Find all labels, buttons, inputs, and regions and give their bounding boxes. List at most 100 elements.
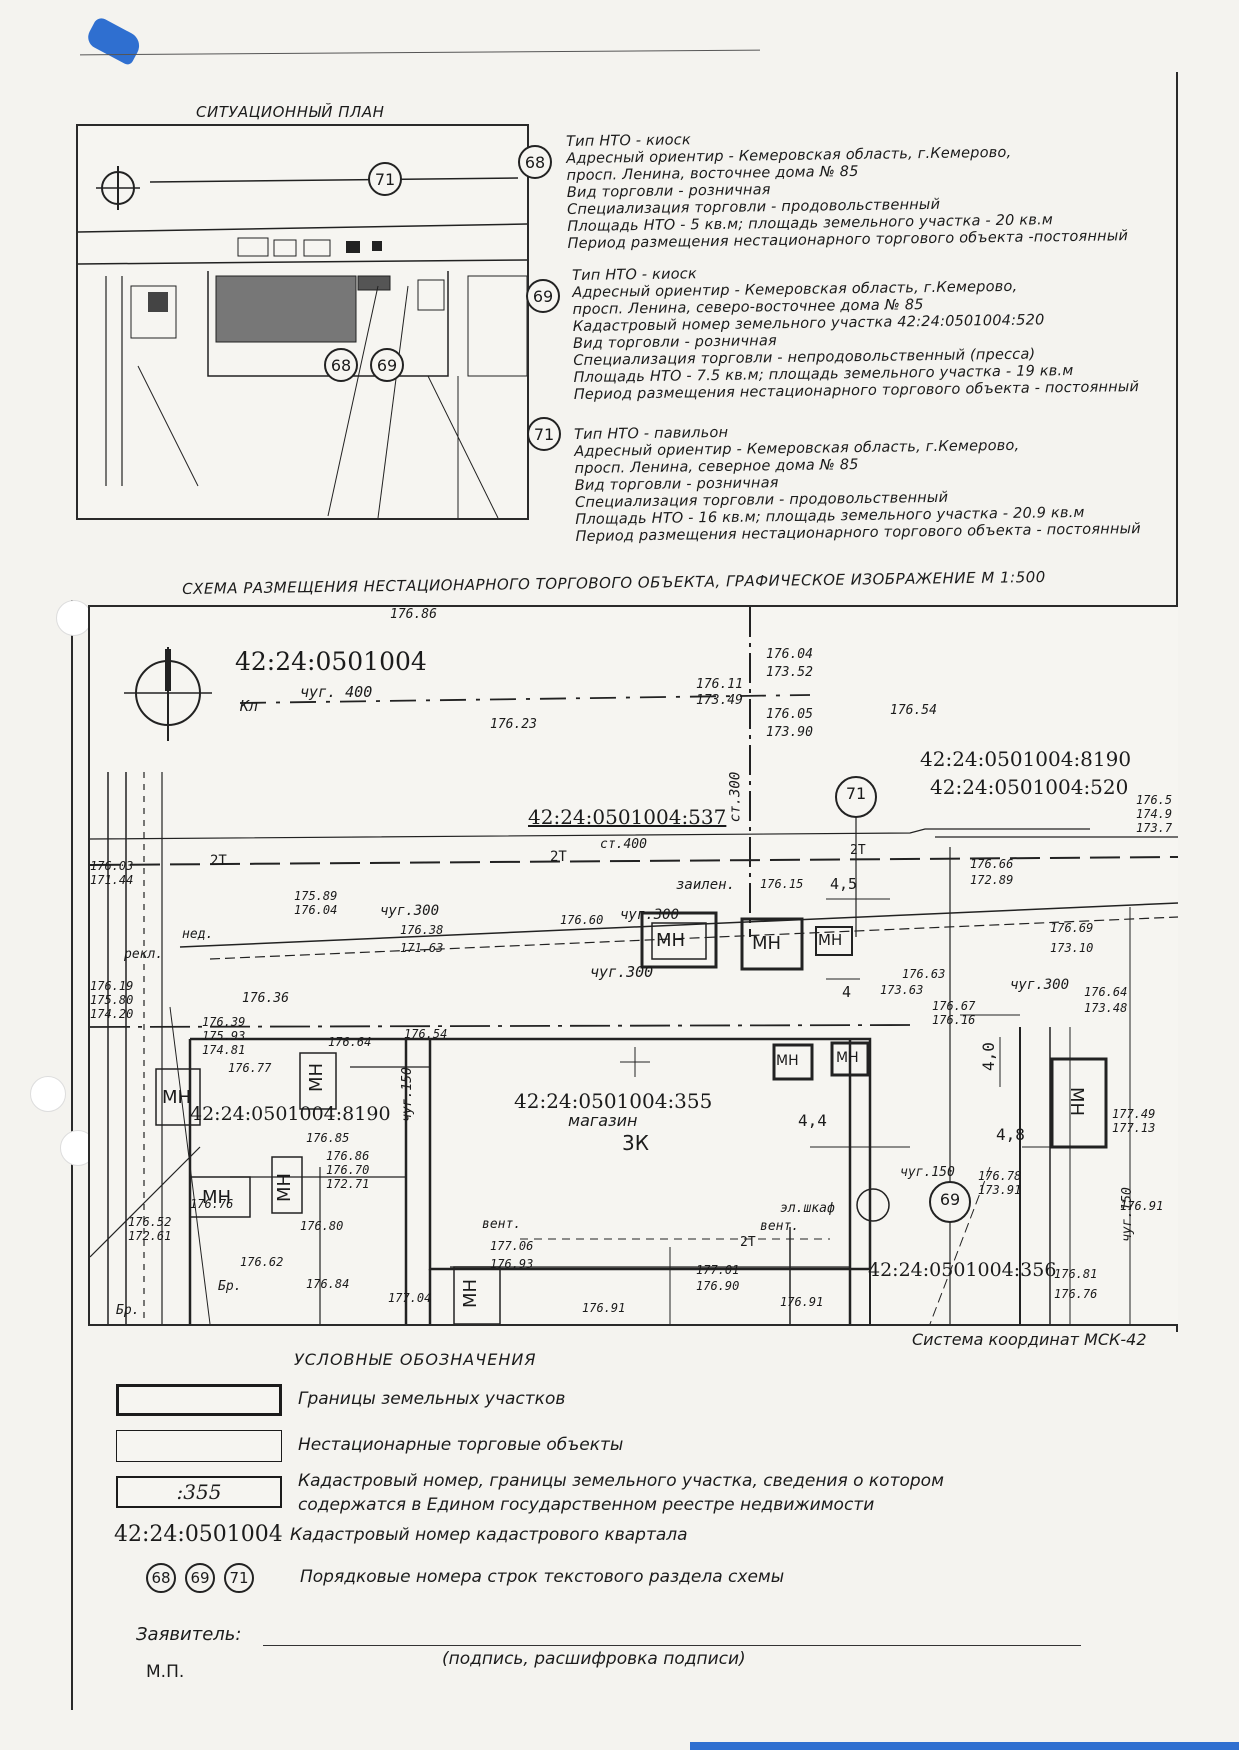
label-rekl: рекл. bbox=[124, 947, 164, 962]
line-2t: 2Т bbox=[740, 1235, 756, 1250]
nto-mn-label: МН bbox=[274, 1172, 296, 1203]
building-label: 3К bbox=[622, 1131, 649, 1155]
elevation-mark: 176.80 bbox=[300, 1219, 344, 1233]
elevation-mark: 176.91 bbox=[1120, 1199, 1164, 1213]
legend-cadastral-line2: содержатся в Едином государственном реес… bbox=[298, 1495, 875, 1515]
nto-mn-label: МН bbox=[776, 1053, 799, 1069]
elevation-mark: 176.90 bbox=[696, 1279, 740, 1293]
label-br: Бр. bbox=[218, 1279, 242, 1294]
blue-tape bbox=[84, 15, 144, 67]
label-vent: вент. bbox=[760, 1219, 800, 1234]
elevation-mark: 177.06 bbox=[490, 1239, 534, 1253]
object-description-69: Тип НТО - киоск Адресный ориентир - Кеме… bbox=[572, 260, 1139, 404]
punch-hole bbox=[30, 1076, 66, 1112]
elevation-mark: 173.7 bbox=[1136, 821, 1173, 835]
shop-label: магазин bbox=[568, 1111, 638, 1130]
elevation-mark: 176.78 bbox=[978, 1169, 1022, 1183]
stamp-label: М.П. bbox=[146, 1662, 185, 1682]
elevation-mark: 173.91 bbox=[978, 1183, 1022, 1197]
elevation-mark: 177.01 bbox=[696, 1263, 740, 1277]
label-br: Бр. bbox=[116, 1303, 140, 1318]
dim-48: 4,8 bbox=[996, 1125, 1025, 1144]
label-chug150: чуг.150 bbox=[900, 1165, 955, 1180]
marker-68: 68 bbox=[324, 348, 358, 382]
elevation-mark: 176.84 bbox=[306, 1277, 350, 1291]
elevation-mark: 176.52 bbox=[128, 1215, 172, 1229]
blue-tape-bottom bbox=[690, 1742, 1239, 1750]
legend-quarter-sample: 42:24:0501004 bbox=[114, 1522, 283, 1547]
elevation-mark: 176.64 bbox=[1084, 985, 1128, 999]
elevation-mark: 176.85 bbox=[306, 1131, 350, 1145]
elevation-mark: 174.20 bbox=[90, 1007, 134, 1021]
elevation-mark: 173.49 bbox=[696, 693, 743, 708]
elevation-mark: 176.04 bbox=[766, 647, 813, 662]
elevation-mark: 176.05 bbox=[766, 707, 813, 722]
label-zelen: заилен. bbox=[676, 877, 736, 893]
plot-537: 42:24:0501004:537 bbox=[528, 805, 727, 829]
elevation-mark: 176.86 bbox=[326, 1149, 370, 1163]
elevation-mark: 176.15 bbox=[760, 877, 804, 891]
line-2t: 2Т bbox=[210, 853, 227, 869]
label-chug150: чуг.150 bbox=[399, 1067, 415, 1122]
elevation-mark: 172.89 bbox=[970, 873, 1014, 887]
legend-cadastral-line1: Кадастровый номер, границы земельного уч… bbox=[298, 1471, 944, 1491]
elevation-mark: 176.36 bbox=[242, 991, 289, 1006]
legend-title: УСЛОВНЫЕ ОБОЗНАЧЕНИЯ bbox=[294, 1350, 537, 1369]
elevation-mark: 176.60 bbox=[560, 913, 604, 927]
elevation-mark: 176.03 bbox=[90, 859, 134, 873]
nto-mn-label: МН bbox=[460, 1278, 482, 1309]
elevation-mark: 176.93 bbox=[490, 1257, 534, 1271]
label-ned: нед. bbox=[182, 927, 214, 942]
punch-hole bbox=[56, 600, 92, 636]
nto-mn-label: МН bbox=[836, 1050, 859, 1066]
plot-8190-lower: 42:24:0501004:8190 bbox=[190, 1103, 391, 1125]
elevation-mark: 176.39 bbox=[202, 1015, 246, 1029]
elevation-mark: 176.16 bbox=[932, 1013, 976, 1027]
elevation-mark: 174.9 bbox=[1136, 807, 1173, 821]
legend-nto: Нестационарные торговые объекты bbox=[298, 1435, 624, 1455]
object-description-71: Тип НТО - павильон Адресный ориентир - К… bbox=[574, 419, 1141, 546]
elevation-mark: 175.80 bbox=[90, 993, 134, 1007]
nto-mn-label: МН bbox=[306, 1062, 328, 1093]
elevation-mark: 176.5 bbox=[1136, 793, 1173, 807]
elevation-mark: 174.81 bbox=[202, 1043, 246, 1057]
nto-mn-label: МН bbox=[752, 933, 782, 954]
elevation-mark: 177.04 bbox=[388, 1291, 432, 1305]
line-2t: 2Т bbox=[850, 843, 866, 858]
elevation-mark: 176.19 bbox=[90, 979, 134, 993]
legend-circle-68: 68 bbox=[146, 1563, 176, 1593]
nto-mn-label: МН bbox=[818, 931, 843, 949]
elevation-mark: 175.93 bbox=[202, 1029, 246, 1043]
coordinate-system: Система координат МСК-42 bbox=[912, 1330, 1147, 1349]
quarter-number: 42:24:0501004 bbox=[235, 647, 427, 676]
elevation-mark: 176.81 bbox=[1054, 1267, 1098, 1281]
label-chug300: чуг.300 bbox=[380, 903, 440, 919]
label-st300: ст.300 bbox=[727, 771, 744, 823]
label-vent: вент. bbox=[482, 1217, 522, 1232]
elevation-mark: 176.63 bbox=[902, 967, 946, 981]
situational-plan-title: СИТУАЦИОННЫЙ ПЛАН bbox=[196, 103, 385, 121]
elevation-mark: 176.66 bbox=[970, 857, 1014, 871]
elevation-mark: 176.77 bbox=[228, 1061, 272, 1075]
legend-circle-71: 71 bbox=[224, 1563, 254, 1593]
marker-71: 71 bbox=[368, 162, 402, 196]
legend-circle-69: 69 bbox=[185, 1563, 215, 1593]
elevation-mark: 173.52 bbox=[766, 665, 813, 680]
elevation-mark: 173.10 bbox=[1050, 941, 1094, 955]
elevation-mark: 175.89 bbox=[294, 889, 338, 903]
elevation-mark: 171.44 bbox=[90, 873, 134, 887]
label-chug300: чуг.300 bbox=[620, 907, 680, 923]
elevation-mark: 172.71 bbox=[326, 1177, 370, 1191]
nto-mn-label: МН bbox=[656, 930, 686, 951]
scheme-map bbox=[90, 607, 1178, 1324]
label-chug150: чуг.150 bbox=[1119, 1187, 1135, 1242]
legend-nto-swatch bbox=[116, 1430, 282, 1462]
legend-quarter: Кадастровый номер кадастрового квартала bbox=[290, 1525, 688, 1545]
label-kl: Кл bbox=[240, 697, 259, 715]
nto-mn-label: МН bbox=[1066, 1086, 1088, 1117]
elevation-mark: 176.76 bbox=[190, 1197, 234, 1211]
elevation-mark: 176.04 bbox=[294, 903, 338, 917]
label-st400: ст.400 bbox=[600, 837, 647, 852]
elevation-mark: 172.61 bbox=[128, 1229, 172, 1243]
legend-row-numbers: Порядковые номера строк текстового разде… bbox=[300, 1567, 785, 1587]
